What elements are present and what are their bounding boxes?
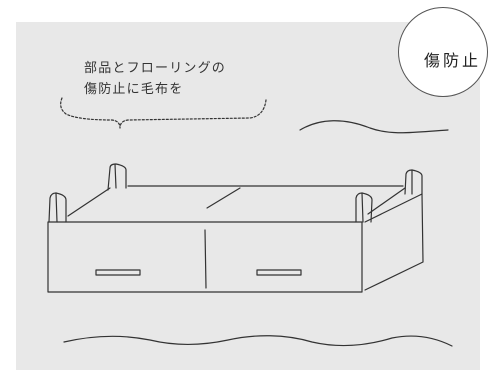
back-rail-left <box>67 187 111 217</box>
front-face <box>47 221 363 293</box>
side-face <box>364 193 424 291</box>
caption-line-1: 部品とフローリングの <box>84 61 227 76</box>
post-front-left <box>48 192 67 223</box>
center-rail <box>206 187 241 209</box>
post-front-left-inner <box>55 192 58 223</box>
caption-line-2: 傷防止に毛布を <box>84 82 184 97</box>
badge-circle <box>398 7 488 97</box>
post-back-left-inner <box>114 163 117 189</box>
post-back-right <box>404 169 423 195</box>
badge-label: 傷防止 <box>424 51 482 70</box>
wavy-line-icon <box>63 335 453 347</box>
back-rail-right <box>367 187 406 215</box>
wavy-line-icon <box>299 120 449 134</box>
illustration-panel <box>16 22 480 370</box>
dotted-brace-icon <box>60 97 267 129</box>
post-front-right <box>355 192 373 223</box>
drawer-handle-icon <box>95 269 141 276</box>
post-front-right-inner <box>361 192 364 223</box>
post-back-left <box>107 163 127 191</box>
instruction-caption: 部品とフローリングの 傷防止に毛布を <box>84 58 264 100</box>
drawer-handle-icon <box>256 269 302 276</box>
front-face-divider <box>204 229 207 289</box>
